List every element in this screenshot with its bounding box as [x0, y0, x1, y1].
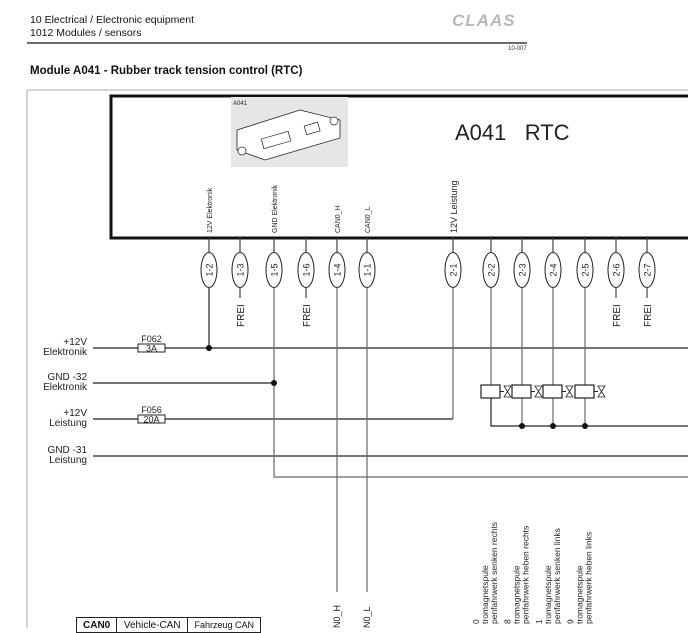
can-l-label: N0_L — [362, 606, 372, 628]
pin-label: 1-4 — [333, 263, 343, 276]
coil-label: penfahrwerk heben links — [584, 532, 594, 624]
junction-dots — [206, 345, 588, 429]
claas-logo: CLAAS — [452, 11, 516, 30]
rail-sublabel: Leistung — [49, 418, 87, 429]
solenoid-valve-icon — [574, 384, 606, 399]
svg-text:3A: 3A — [146, 344, 157, 354]
rail-label: GND -31 — [48, 445, 88, 456]
signal-label: CAN0_H — [335, 205, 342, 233]
svg-text:F062: F062 — [141, 334, 162, 344]
connector-pin: 1-5 — [265, 238, 283, 288]
pin-label: 2-3 — [518, 263, 528, 276]
rail-sublabel: Elektronik — [43, 382, 88, 393]
chapter-title: 10 Electrical / Electronic equipment — [30, 14, 194, 26]
rail-sublabel: Leistung — [49, 455, 87, 466]
svg-text:F056: F056 — [141, 405, 162, 415]
pin-label: 2-4 — [549, 263, 559, 276]
connector-pin: 1-1 — [358, 238, 376, 288]
connector-pin: 2-1 — [444, 238, 462, 288]
pin-label: 2-1 — [449, 263, 459, 276]
solenoid-valve-icon — [542, 384, 574, 399]
wires — [93, 288, 688, 592]
signal-label: CAN0_L — [365, 206, 372, 233]
signal-label: 12V Leistung — [449, 180, 459, 233]
free-label: FREI — [612, 304, 623, 327]
pin-label: 1-2 — [205, 263, 215, 276]
coil-label: tromagnetspule — [575, 565, 585, 624]
pin-label: 1-5 — [270, 263, 280, 276]
signal-label: 12V Elektronik — [207, 187, 214, 233]
pin-label: 2-2 — [487, 263, 497, 276]
solenoid-valve-icon — [511, 384, 543, 399]
module-photo: A041 — [231, 97, 348, 167]
rail-label: GND -32 — [48, 372, 88, 383]
pin-label: 1-3 — [236, 263, 246, 276]
connector-pin: 2-3 — [513, 238, 531, 288]
pin-label: 1-6 — [302, 263, 312, 276]
page-code: 10-007 — [508, 46, 527, 52]
connector-pin: 1-2 — [200, 238, 218, 288]
free-label: FREI — [302, 304, 313, 327]
coil-label: tromagnetspule — [512, 565, 522, 624]
connector-pin: 2-2 — [482, 238, 500, 288]
solenoid-valve-icon — [480, 384, 512, 399]
free-label: FREI — [643, 304, 654, 327]
coil-label: 9 — [566, 619, 576, 624]
svg-text:A041: A041 — [233, 101, 248, 107]
rail-sublabel: Elektronik — [43, 347, 88, 358]
module-box — [109, 94, 688, 240]
connector-pin: 2-5 — [576, 238, 594, 288]
rail-label: +12V — [63, 337, 87, 348]
connector-pin: 1-4 — [328, 238, 346, 288]
page-title: Module A041 - Rubber track tension contr… — [30, 65, 303, 77]
pin-label: 2-6 — [612, 263, 622, 276]
can-code: CAN0 — [75, 617, 118, 633]
coil-label: tromagnetspule — [543, 565, 553, 624]
coil-label: 8 — [503, 619, 513, 624]
pin-label: 2-7 — [643, 263, 653, 276]
pin-label: 1-1 — [363, 263, 373, 276]
coil-label: tromagnetspule — [480, 565, 490, 624]
pin-label: 2-5 — [581, 263, 591, 276]
can-h-label: N0_H — [332, 605, 342, 628]
can-name-de: Fahrzeug CAN — [187, 617, 262, 633]
coil-label: penfahrwerk heben rechts — [521, 526, 531, 624]
section-title: 1012 Modules / sensors — [30, 27, 142, 39]
free-label: FREI — [236, 304, 247, 327]
can-name-en: Vehicle-CAN — [116, 617, 189, 633]
coil-label: penfahrwerk senken rechts — [489, 522, 499, 624]
coil-label: penfahrwerk senken links — [552, 528, 562, 624]
coil-label: 1 — [534, 619, 544, 624]
coil-label: 0 — [471, 619, 481, 624]
rail-label: +12V — [63, 408, 87, 419]
connector-pin: 2-4 — [544, 238, 562, 288]
svg-text:20A: 20A — [143, 415, 159, 425]
signal-label: GND Elektronik — [272, 184, 279, 233]
can-legend-table: CAN0 Vehicle-CAN Fahrzeug CAN — [75, 617, 262, 633]
module-name: A041 RTC — [455, 120, 570, 145]
